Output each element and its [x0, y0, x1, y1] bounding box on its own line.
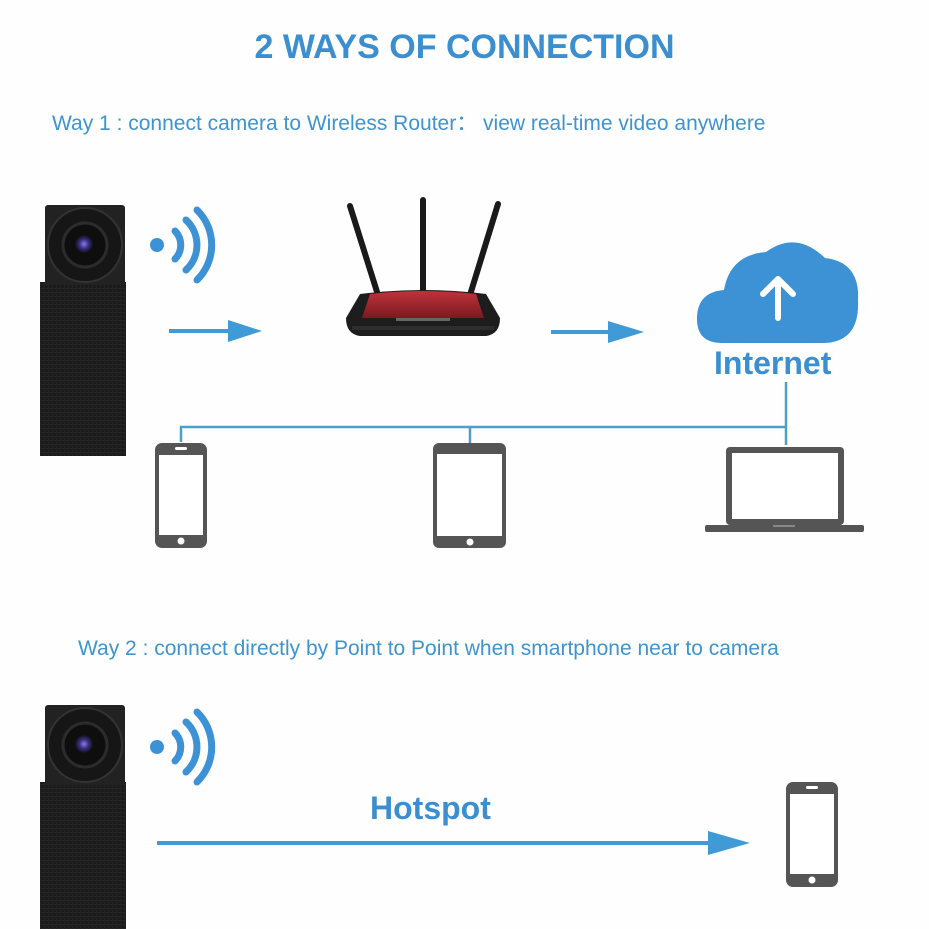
network-lines: [179, 382, 788, 445]
internet-label: Internet: [714, 345, 832, 381]
tablet-icon: [433, 443, 506, 548]
arrow-camera-to-router: [169, 320, 262, 342]
wifi-signal-icon: [150, 708, 216, 786]
arrow-hotspot: [157, 831, 750, 855]
smartphone-icon: [155, 443, 207, 548]
smartphone-icon: [786, 782, 838, 887]
arrow-router-to-cloud: [551, 321, 644, 343]
laptop-icon: [705, 447, 864, 532]
camera-body: [40, 282, 126, 456]
camera-device-2: [40, 705, 126, 929]
way2-caption: Way 2 : connect directly by Point to Poi…: [78, 637, 779, 660]
camera-body: [40, 782, 126, 929]
wifi-signal-icon: [150, 206, 216, 284]
camera-lens: [75, 735, 93, 753]
page-title: 2 WAYS OF CONNECTION: [254, 28, 675, 66]
cloud-upload-icon: [696, 242, 859, 343]
router-device: [346, 197, 501, 336]
way1-caption: Way 1 : connect camera to Wireless Route…: [52, 112, 766, 135]
hotspot-label: Hotspot: [370, 790, 491, 826]
camera-device-1: [40, 205, 126, 456]
camera-lens: [75, 235, 93, 253]
